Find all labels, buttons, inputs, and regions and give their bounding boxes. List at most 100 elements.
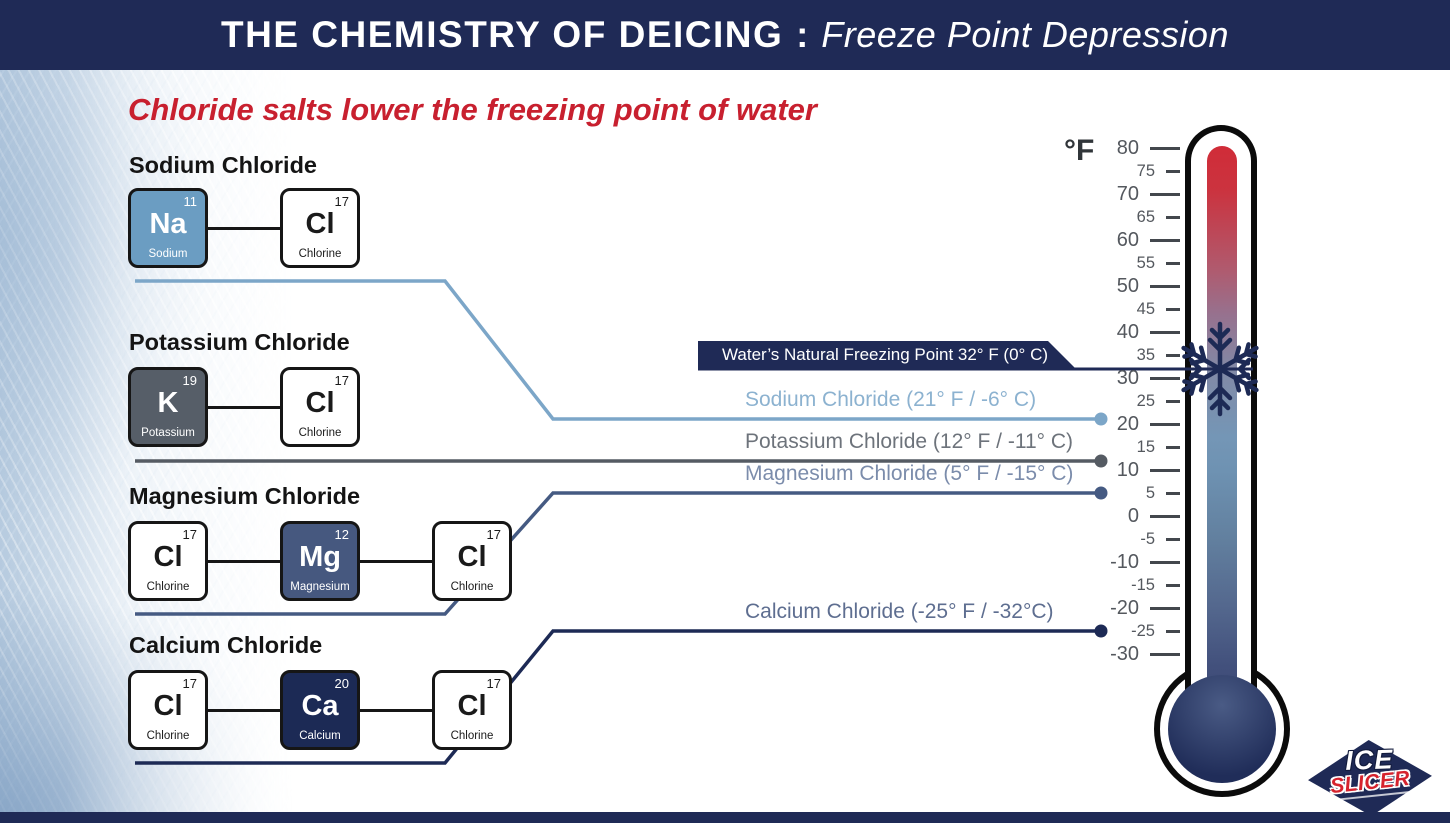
scale-tick-35: 35 — [960, 343, 1180, 367]
ice-slicer-logo: ICE SLICER — [1307, 738, 1434, 818]
element-name: Chlorine — [298, 427, 342, 439]
tick-label: -10 — [1110, 550, 1139, 573]
tick-label: 25 — [1136, 391, 1155, 410]
atomic-number: 17 — [334, 373, 349, 388]
tick-dash — [1150, 238, 1180, 242]
freeze-label-magnesium-chloride: Magnesium Chloride (5° F / -15° C) — [745, 462, 1074, 485]
element-name: Chlorine — [146, 581, 190, 593]
tick-dash — [1150, 514, 1180, 518]
scale-tick-70: 70 — [960, 182, 1180, 206]
tick-dash — [1166, 583, 1180, 587]
tick-dash — [1150, 376, 1180, 380]
compound-title-potassium-chloride: Potassium Chloride — [129, 329, 350, 355]
tick-dash — [1166, 537, 1180, 541]
tick-label: -30 — [1110, 642, 1139, 665]
scale-tick-55: 55 — [960, 251, 1180, 275]
element-name: Potassium — [141, 427, 195, 439]
element-symbol: K — [157, 386, 179, 419]
tick-label: 30 — [1116, 366, 1139, 389]
thermometer-mercury-column — [1207, 146, 1237, 706]
atomic-number: 17 — [182, 527, 197, 542]
element-name: Sodium — [148, 248, 188, 260]
element-symbol: Cl — [305, 386, 335, 419]
freeze-label-sodium-chloride: Sodium Chloride (21° F / -6° C) — [745, 388, 1037, 411]
tick-label: -5 — [1140, 529, 1155, 548]
tick-label: 45 — [1136, 299, 1155, 318]
scale-tick-5: 5 — [960, 481, 1180, 505]
tick-dash — [1166, 399, 1180, 403]
tick-label: 10 — [1116, 458, 1139, 481]
tick-dash — [1150, 146, 1180, 150]
page-subtitle: Freeze Point Depression — [821, 14, 1229, 55]
element-name: Chlorine — [298, 248, 342, 260]
page-title: THE CHEMISTRY OF DEICING — [221, 14, 784, 55]
tick-label: 70 — [1116, 182, 1139, 205]
scale-tick-15: 15 — [960, 435, 1180, 459]
scale-tick-50: 50 — [960, 274, 1180, 298]
scale-tick--20: -20 — [960, 596, 1180, 620]
scale-tick--15: -15 — [960, 573, 1180, 597]
tick-dash — [1166, 261, 1180, 265]
tick-label: 50 — [1116, 274, 1139, 297]
tick-dash — [1150, 606, 1180, 610]
compound-title-magnesium-chloride: Magnesium Chloride — [129, 483, 361, 509]
atomic-number: 17 — [334, 194, 349, 209]
scale-tick-20: 20 — [960, 412, 1180, 436]
tick-label: 5 — [1145, 483, 1155, 502]
element-name: Calcium — [299, 730, 341, 742]
tick-label: 55 — [1136, 253, 1155, 272]
tick-label: 40 — [1116, 320, 1139, 343]
tick-dash — [1166, 169, 1180, 173]
compound-title-sodium-chloride: Sodium Chloride — [129, 152, 317, 178]
tick-label: 20 — [1116, 412, 1139, 435]
tick-dash — [1166, 307, 1180, 311]
element-symbol: Mg — [299, 540, 341, 573]
element-symbol: Cl — [153, 540, 183, 573]
scale-tick--30: -30 — [960, 642, 1180, 666]
element-name: Chlorine — [450, 730, 494, 742]
compound-title-calcium-chloride: Calcium Chloride — [129, 632, 323, 658]
tick-label: 60 — [1116, 228, 1139, 251]
freeze-label-potassium-chloride: Potassium Chloride (12° F / -11° C) — [745, 430, 1074, 453]
tick-label: 65 — [1136, 207, 1155, 226]
atomic-number: 11 — [183, 194, 198, 209]
scale-tick-60: 60 — [960, 228, 1180, 252]
tagline: Chloride salts lower the freezing point … — [128, 92, 817, 127]
tick-dash — [1166, 215, 1180, 219]
tick-label: 15 — [1136, 437, 1155, 456]
element-name: Chlorine — [450, 581, 494, 593]
thermometer-bulb — [1168, 675, 1276, 783]
scale-tick-80: 80 — [960, 136, 1180, 160]
scale-tick-10: 10 — [960, 458, 1180, 482]
bond-line — [208, 405, 280, 409]
freezing-point-banner-label: Water’s Natural Freezing Point 32° F (0°… — [722, 345, 1049, 364]
scale-tick-65: 65 — [960, 205, 1180, 229]
atomic-number: 20 — [334, 676, 349, 691]
tick-dash — [1150, 284, 1180, 288]
tick-label: -25 — [1131, 621, 1155, 640]
element-name: Chlorine — [146, 730, 190, 742]
freeze-label-calcium-chloride: Calcium Chloride (-25° F / -32°C) — [745, 600, 1054, 623]
atomic-number: 17 — [182, 676, 197, 691]
scale-tick-30: 30 — [960, 366, 1180, 390]
element-symbol: Cl — [153, 689, 183, 722]
scale-tick-75: 75 — [960, 159, 1180, 183]
element-symbol: Cl — [457, 689, 487, 722]
tick-label: 35 — [1136, 345, 1155, 364]
tick-label: -15 — [1131, 575, 1155, 594]
atomic-number: 17 — [486, 527, 501, 542]
tick-label: 75 — [1136, 161, 1155, 180]
element-symbol: Cl — [305, 207, 335, 240]
tick-dash — [1150, 468, 1180, 472]
tick-dash — [1150, 652, 1180, 656]
